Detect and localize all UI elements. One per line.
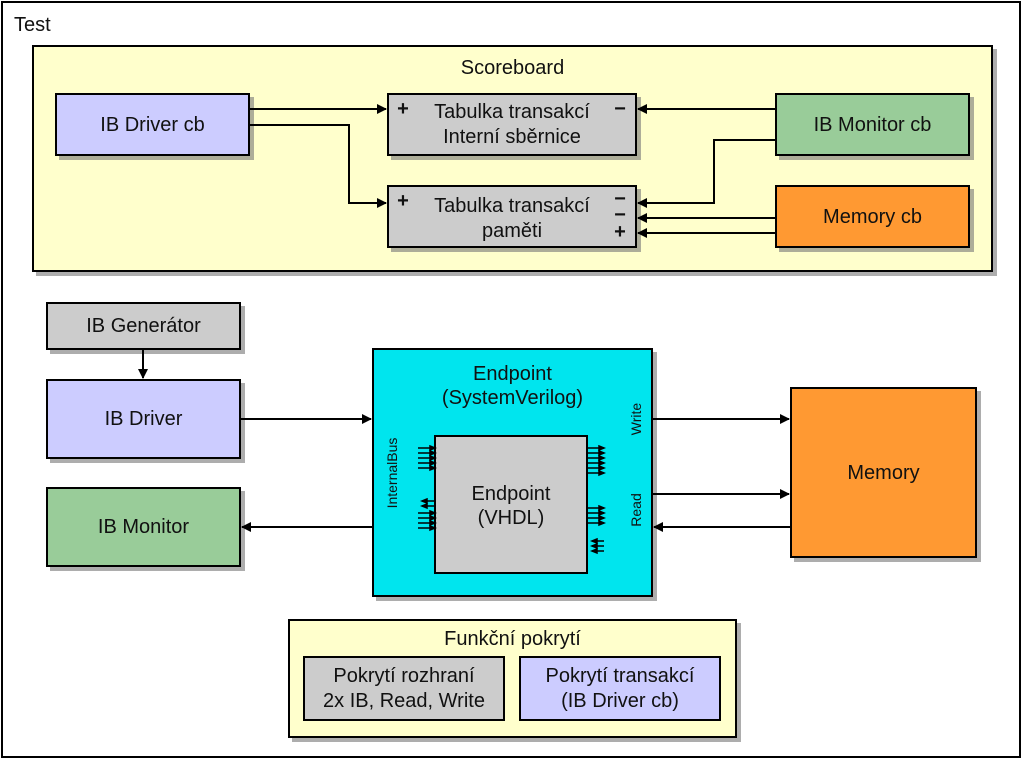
interface-coverage-box — [303, 656, 505, 721]
left-port-group-1 — [418, 444, 438, 472]
table-memory-plus-left: + — [397, 190, 409, 212]
arrow-monitor-to-memory-table — [637, 139, 776, 208]
memory-box — [790, 387, 977, 558]
ib-driver-label: IB Driver — [104, 408, 183, 430]
port-internalbus-label: InternalBus — [384, 437, 400, 509]
ib-monitor-cb-label: IB Monitor cb — [813, 113, 932, 136]
table-memory-box — [387, 185, 637, 248]
transaction-coverage-line1: Pokrytí transakcí — [545, 665, 695, 687]
table-memory-line1: Tabulka transakcí — [434, 195, 590, 217]
interface-coverage-line1: Pokrytí rozhraní — [333, 665, 475, 687]
ib-monitor-cb-box — [775, 93, 970, 156]
table-bus-plus: + — [397, 98, 409, 120]
ib-monitor-box — [46, 487, 241, 567]
scoreboard-title: Scoreboard — [460, 57, 565, 79]
endpoint-vhdl-line2: (VHDL) — [477, 507, 545, 529]
table-bus-labels: Tabulka transakcí Interní sběrnice + − — [388, 94, 636, 155]
table-memory-minus-1: − — [614, 188, 626, 210]
test-frame-label: Test — [14, 14, 51, 36]
vhdl-left-port-arrows — [418, 444, 438, 532]
endpoint-sv-line1: Endpoint — [473, 363, 552, 385]
ib-driver-box — [46, 379, 241, 459]
endpoint-vhdl-line1: Endpoint — [471, 483, 551, 505]
scoreboard-arrows — [249, 104, 776, 238]
lower-arrows — [138, 349, 791, 532]
memory-label: Memory — [847, 461, 920, 484]
table-memory-minus-2: − — [614, 204, 626, 226]
ib-generator-box — [46, 302, 241, 350]
endpoint-vhdl-box — [434, 435, 588, 574]
ib-driver-cb-label: IB Driver cb — [100, 113, 205, 136]
table-memory-line2: paměti — [481, 220, 543, 242]
port-write-label: Write — [628, 402, 644, 436]
transaction-coverage-box — [519, 656, 721, 721]
table-bus-line2: Interní sběrnice — [443, 126, 581, 148]
memory-cb-label: Memory cb — [823, 205, 922, 228]
ib-driver-cb-box — [55, 93, 250, 156]
right-port-group-1 — [587, 444, 607, 477]
transaction-coverage-line2: (IB Driver cb) — [561, 690, 679, 712]
arrow-driver-to-memory-table — [249, 124, 387, 208]
vhdl-right-port-arrows — [587, 444, 607, 555]
coverage-title: Funkční pokrytí — [444, 628, 581, 650]
right-port-group-2 — [587, 504, 607, 555]
ib-monitor-label: IB Monitor — [97, 516, 190, 538]
table-bus-box — [387, 93, 637, 156]
table-memory-labels: Tabulka transakcí paměti + − − + — [388, 186, 636, 247]
table-bus-minus: − — [614, 98, 626, 120]
interface-coverage-line2: 2x IB, Read, Write — [323, 690, 485, 712]
table-memory-plus-right: + — [614, 221, 626, 243]
port-read-label: Read — [628, 493, 644, 527]
ib-generator-label: IB Generátor — [86, 315, 201, 337]
endpoint-sv-line2: (SystemVerilog) — [441, 387, 584, 409]
table-bus-line1: Tabulka transakcí — [434, 101, 590, 123]
memory-cb-box — [775, 185, 970, 248]
left-port-group-2 — [418, 497, 438, 532]
